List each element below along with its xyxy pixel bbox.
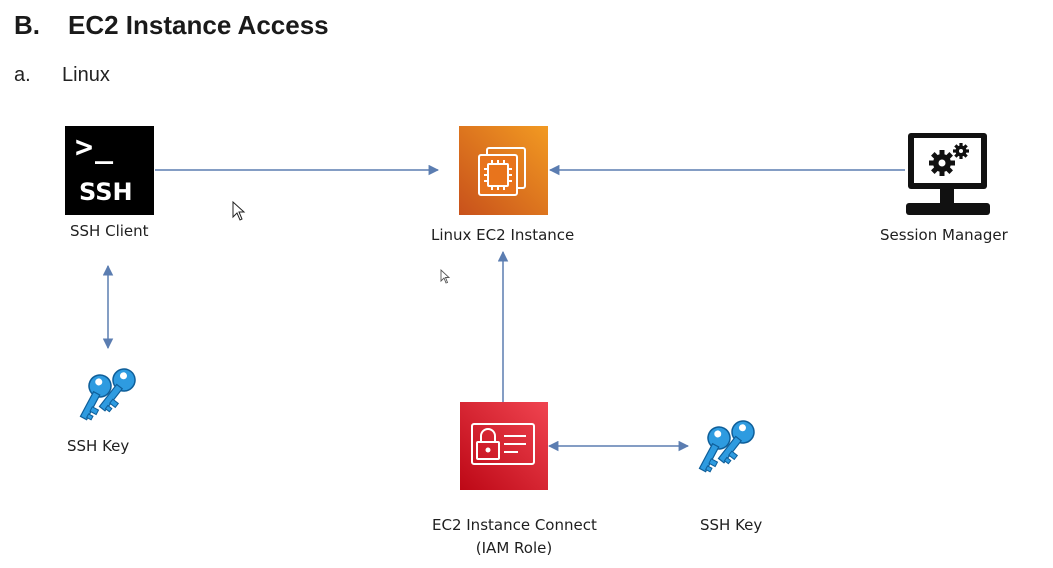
ssh-key-right-label: SSH Key (700, 516, 763, 534)
ssh-icon-text: SSH (79, 178, 133, 206)
terminal-ssh-icon[interactable]: >_ SSH (65, 126, 154, 215)
ec2-chip-icon[interactable] (459, 126, 548, 215)
section-number: B. (14, 10, 40, 40)
mouse-cursor-icon (232, 200, 246, 221)
section-title: EC2 Instance Access (68, 10, 329, 40)
monitor-gears-icon[interactable] (906, 133, 990, 215)
instance-connect-role-label: (IAM Role) (475, 539, 553, 557)
mouse-cursor-icon-small (440, 268, 451, 284)
subsection-number: a. (14, 64, 31, 86)
ssh-key-left-label: SSH Key (67, 437, 130, 455)
ssh-client-label: SSH Client (70, 222, 149, 240)
keys-icon-right (691, 415, 760, 476)
session-manager-label: Session Manager (880, 226, 1008, 244)
id-card-lock-icon[interactable] (460, 402, 548, 490)
ssh-prompt-glyph: >_ (75, 130, 116, 165)
keys-icon (72, 363, 141, 424)
instance-connect-label: EC2 Instance Connect (432, 516, 597, 534)
subsection-title: Linux (62, 64, 110, 86)
linux-ec2-label: Linux EC2 Instance (431, 226, 575, 244)
